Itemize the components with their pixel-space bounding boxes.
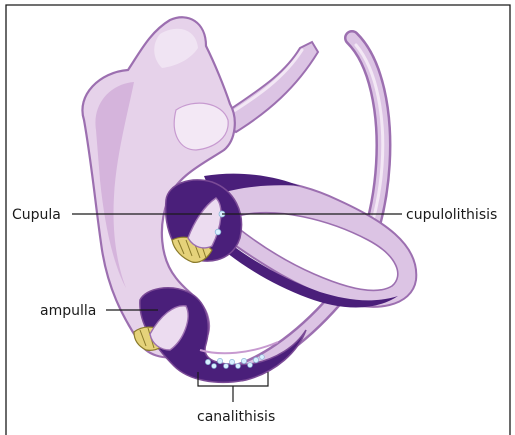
cupula-label: Cupula [12,207,61,223]
cupulolithisis-label: cupulolithisis [406,207,497,223]
ampulla-label: ampulla [40,303,96,319]
canalithisis-label: canalithisis [197,409,275,425]
cupulolith-dot [215,229,221,235]
lower-ampulla [134,288,306,382]
